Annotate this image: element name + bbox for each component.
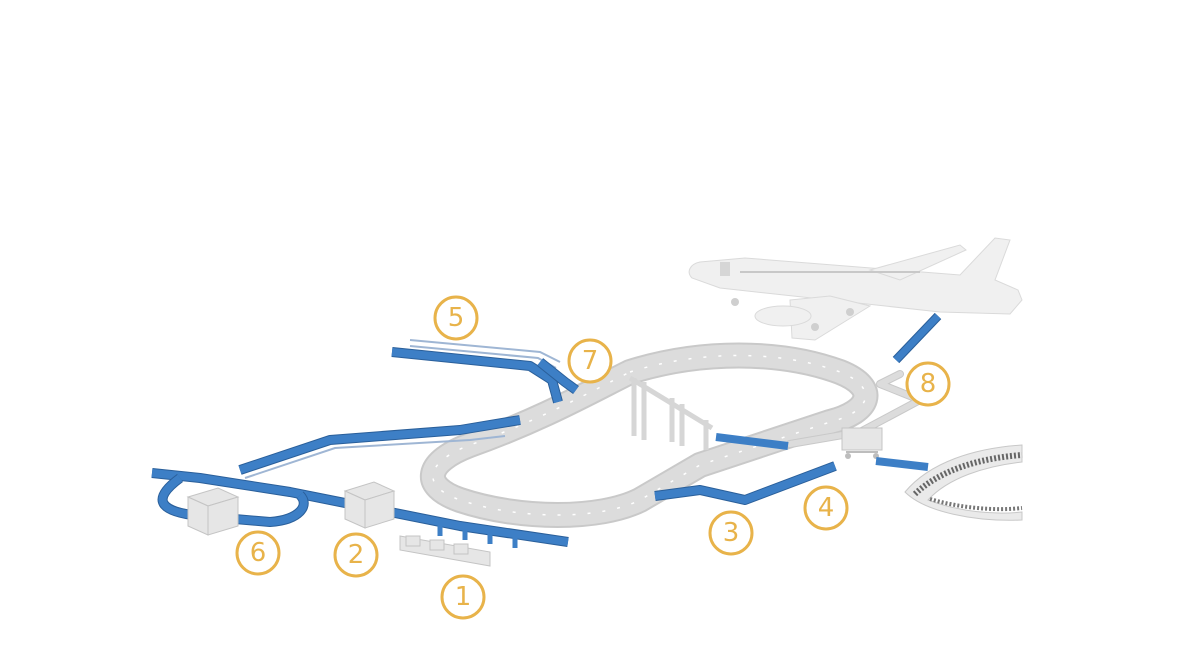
svg-text:4: 4 <box>818 493 835 523</box>
marker-6: 6 <box>235 530 281 576</box>
marker-8: 8 <box>905 361 951 407</box>
svg-text:8: 8 <box>920 369 937 399</box>
svg-text:1: 1 <box>455 582 472 612</box>
baggage-carousel <box>904 444 1023 521</box>
screening-unit-6 <box>186 487 240 536</box>
airplane-illustration <box>688 237 1023 341</box>
screening-unit-2 <box>343 481 396 529</box>
conveyor-network <box>151 312 942 548</box>
marker-7: 7 <box>567 338 613 384</box>
check-in-feeders <box>437 522 518 548</box>
sorter-loop <box>420 342 879 528</box>
svg-text:7: 7 <box>582 346 599 376</box>
check-in-counters <box>399 535 491 567</box>
svg-text:2: 2 <box>348 540 365 570</box>
marker-4: 4 <box>803 485 849 531</box>
marker-2: 2 <box>333 532 379 578</box>
svg-text:5: 5 <box>448 303 465 333</box>
marker-5: 5 <box>433 295 479 341</box>
marker-3: 3 <box>708 510 754 556</box>
baggage-cart <box>841 427 883 459</box>
svg-text:3: 3 <box>723 518 740 548</box>
marker-1: 1 <box>440 574 486 620</box>
svg-text:6: 6 <box>250 538 267 568</box>
